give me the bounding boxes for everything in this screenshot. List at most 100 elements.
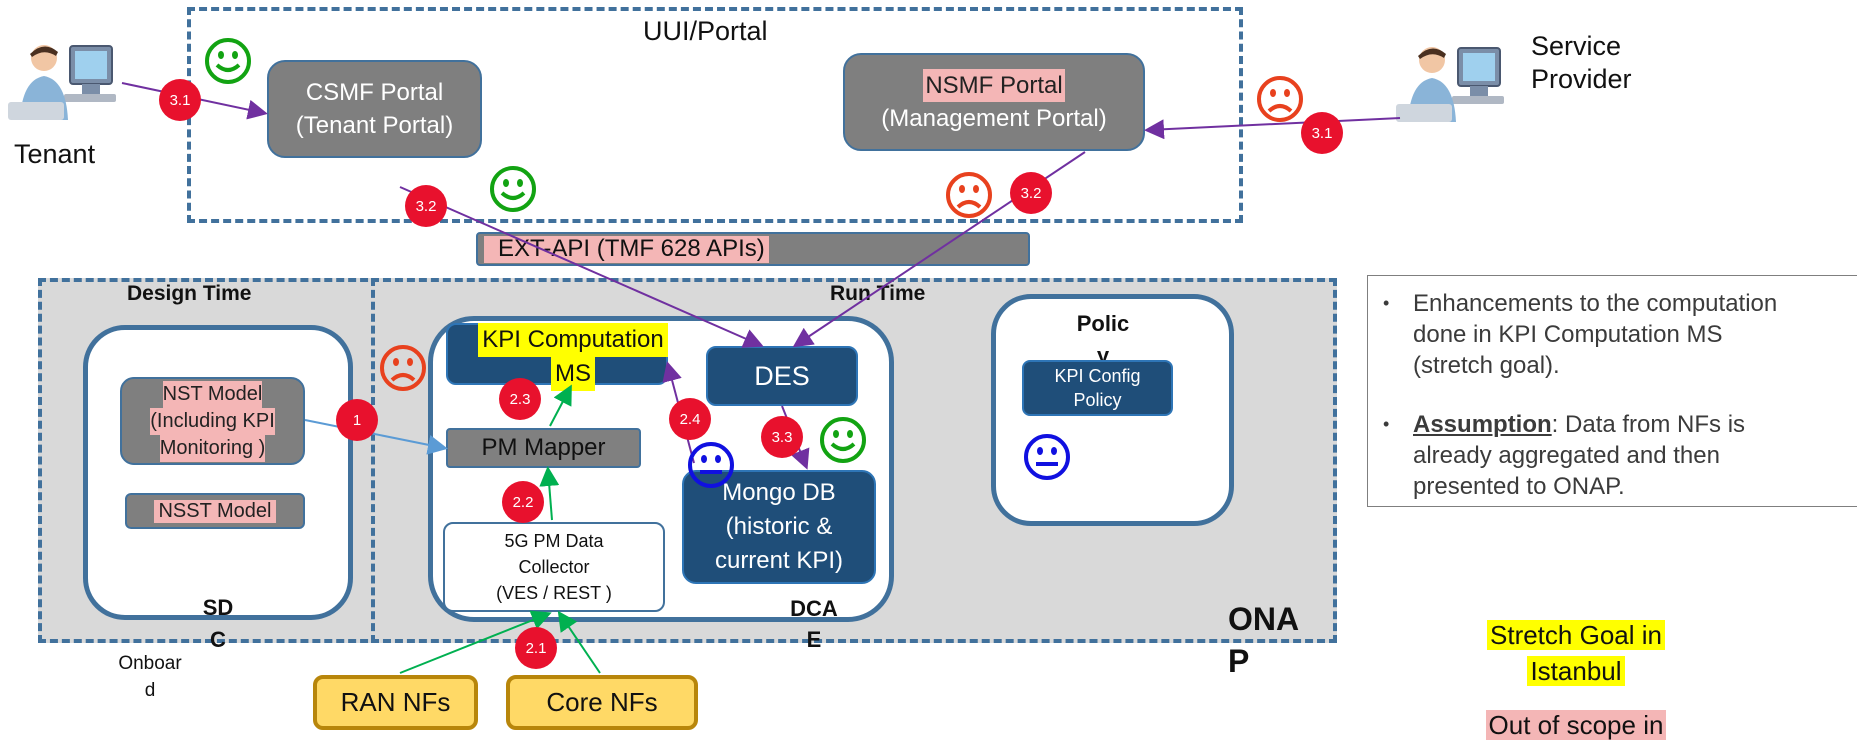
step-badge-3-1-tenant: 3.1 bbox=[159, 79, 201, 121]
mongo-line3: current KPI) bbox=[714, 547, 844, 574]
nst-model-line1: NST Model bbox=[162, 380, 263, 408]
sdc-label-line2: C bbox=[210, 627, 226, 652]
mongo-line2: (historic & bbox=[725, 513, 833, 540]
step-badge-3-3: 3.3 bbox=[761, 416, 803, 458]
step-badge-2-2: 2.2 bbox=[502, 481, 544, 523]
csmf-portal-sublabel: (Tenant Portal) bbox=[295, 112, 454, 139]
legend-stretch-line1: Stretch Goal in bbox=[1487, 620, 1665, 650]
dcae-line2: E bbox=[806, 627, 822, 652]
ran-nfs[interactable]: RAN NFs bbox=[313, 675, 478, 730]
note-1-line1: Enhancements to the computation bbox=[1413, 290, 1778, 317]
notes-panel bbox=[1367, 275, 1857, 507]
note-1-line2: done in KPI Computation MS bbox=[1413, 321, 1723, 348]
note-2-line1: : Data from NFs is bbox=[1551, 411, 1746, 438]
collector-line2: Collector bbox=[518, 557, 590, 577]
step-badge-1: 1 bbox=[336, 399, 378, 441]
mongo-db[interactable]: Mongo DB (historic & current KPI) bbox=[682, 470, 876, 584]
nst-model-line3: Monitoring ) bbox=[159, 434, 266, 462]
uui-portal-title: UUI/Portal bbox=[643, 16, 768, 46]
neutral-face-icon bbox=[688, 442, 734, 488]
arrow-csmf-to-des bbox=[399, 186, 764, 348]
kpi-computation-ms-label: KPI Computation MS bbox=[470, 323, 676, 391]
tenant-user-icon bbox=[8, 38, 118, 122]
dcae-label: DCA E bbox=[784, 593, 844, 655]
kpi-config-policy[interactable]: KPI Config Policy bbox=[1022, 360, 1173, 416]
ext-api-label-bg bbox=[484, 236, 769, 263]
legend-out-of-scope: Out of scope in bbox=[1476, 707, 1676, 743]
sad-face-icon bbox=[380, 345, 426, 391]
csmf-portal-label: CSMF Portal bbox=[305, 79, 444, 106]
ext-api-bar[interactable]: EXT-API (TMF 628 APIs) bbox=[476, 232, 1030, 266]
note-1-line3: (stretch goal). bbox=[1413, 352, 1560, 379]
des-label: DES bbox=[754, 360, 810, 391]
sdc-label: SD C bbox=[200, 592, 236, 656]
dcae-line1: DCA bbox=[790, 596, 838, 621]
step-badge-3-2-nsmf: 3.2 bbox=[1010, 172, 1052, 214]
neutral-face-icon bbox=[1024, 434, 1070, 480]
note-bullet-2-marker: • bbox=[1383, 414, 1390, 434]
sad-face-icon bbox=[1257, 76, 1303, 122]
onap-line2: P bbox=[1228, 643, 1250, 679]
pm-mapper-label: PM Mapper bbox=[481, 434, 606, 461]
pm-mapper[interactable]: PM Mapper bbox=[446, 428, 641, 468]
legend-stretch: Stretch Goal in Istanbul bbox=[1476, 617, 1676, 689]
arrow-ran-to-collector bbox=[399, 610, 552, 674]
design-time-title: Design Time bbox=[127, 282, 252, 305]
happy-face-icon bbox=[205, 38, 251, 84]
step-badge-3-2-csmf: 3.2 bbox=[405, 185, 447, 227]
nsmf-portal-label: NSMF Portal bbox=[923, 69, 1065, 102]
note-bullet-1: • Enhancements to the computation done i… bbox=[1383, 288, 1777, 381]
kpi-ms-line1: KPI Computation bbox=[478, 323, 668, 357]
arrow-sp-to-nsmf bbox=[1144, 117, 1401, 140]
onap-label: ONA P bbox=[1228, 598, 1299, 682]
onboard-line2: d bbox=[144, 680, 156, 701]
happy-face-icon bbox=[820, 417, 866, 463]
step-badge-2-4: 2.4 bbox=[669, 398, 711, 440]
core-nfs-label: Core NFs bbox=[546, 687, 658, 717]
note-bullet-2: • Assumption: Data from NFs is already a… bbox=[1383, 409, 1745, 502]
nst-model-line2: (Including KPI bbox=[150, 407, 275, 435]
step-badge-2-1: 2.1 bbox=[515, 627, 557, 669]
service-provider-label: Service Provider bbox=[1531, 30, 1632, 96]
arrow-nst-to-pm-mapper bbox=[304, 419, 448, 455]
collector-line3: (VES / REST ) bbox=[496, 583, 612, 603]
note-bullet-1-marker: • bbox=[1383, 293, 1390, 313]
note-2-line3: presented to ONAP. bbox=[1413, 473, 1625, 500]
run-time-title: Run Time bbox=[830, 282, 926, 305]
policy-line1: Polic bbox=[1076, 311, 1130, 336]
service-provider-line2: Provider bbox=[1531, 64, 1632, 94]
ran-nfs-label: RAN NFs bbox=[340, 687, 451, 717]
des-box[interactable]: DES bbox=[706, 346, 858, 406]
sad-face-icon bbox=[946, 172, 992, 218]
nsmf-portal-sublabel: (Management Portal) bbox=[881, 105, 1107, 132]
pm-data-collector[interactable]: 5G PM Data Collector (VES / REST ) bbox=[443, 522, 665, 612]
nsst-model[interactable]: NSST Model bbox=[125, 493, 305, 529]
happy-face-icon bbox=[490, 166, 536, 212]
note-2-line2: already aggregated and then bbox=[1413, 442, 1720, 469]
mongo-line1: Mongo DB bbox=[722, 479, 836, 506]
note-2-label: Assumption bbox=[1413, 411, 1552, 438]
step-badge-2-3: 2.3 bbox=[499, 378, 541, 420]
nsmf-portal[interactable]: NSMF Portal (Management Portal) bbox=[843, 53, 1145, 151]
kpi-ms-line2: MS bbox=[551, 357, 595, 391]
arrow-core-to-collector bbox=[557, 610, 601, 674]
sdc-container bbox=[83, 325, 353, 620]
step-badge-3-1-sp: 3.1 bbox=[1301, 112, 1343, 154]
service-provider-line1: Service bbox=[1531, 31, 1622, 61]
core-nfs[interactable]: Core NFs bbox=[506, 675, 698, 730]
sdc-label-line1: SD bbox=[202, 595, 234, 620]
kpi-config-line2: Policy bbox=[1073, 390, 1122, 410]
legend-stretch-line2: Istanbul bbox=[1527, 656, 1625, 686]
service-provider-user-icon bbox=[1396, 40, 1506, 124]
onboard-label: Onboar d bbox=[110, 650, 190, 704]
csmf-portal[interactable]: CSMF Portal (Tenant Portal) bbox=[267, 60, 482, 158]
tenant-label: Tenant bbox=[14, 139, 96, 169]
onboard-line1: Onboar bbox=[118, 653, 182, 674]
arrow-pm-mapper-to-kpi bbox=[549, 384, 572, 427]
nst-model[interactable]: NST Model (Including KPI Monitoring ) bbox=[120, 377, 305, 465]
collector-line1: 5G PM Data bbox=[504, 531, 604, 551]
legend-out-of-scope-label: Out of scope in bbox=[1485, 710, 1667, 740]
onap-line1: ONA bbox=[1228, 601, 1300, 637]
nsst-model-label: NSST Model bbox=[154, 499, 276, 523]
arrow-collector-to-pm-mapper bbox=[539, 466, 560, 521]
